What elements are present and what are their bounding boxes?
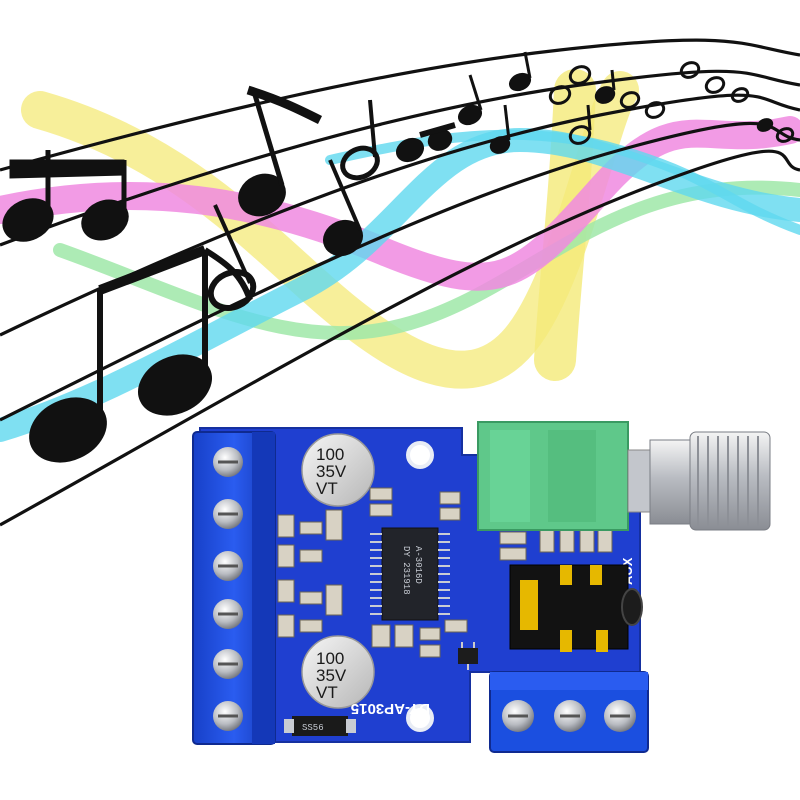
capacitor-top: 100 35V VT <box>301 433 375 507</box>
svg-text:VT: VT <box>316 479 338 498</box>
svg-text:VT: VT <box>316 683 338 702</box>
power-speaker-terminal-block <box>192 431 276 745</box>
smd-components <box>277 487 613 658</box>
diode: SS56 <box>284 716 356 736</box>
ribbon-green <box>53 180 800 340</box>
input-terminal-block <box>489 671 649 753</box>
svg-text:DY 231918: DY 231918 <box>401 546 411 595</box>
svg-text:35V: 35V <box>316 666 347 685</box>
amplifier-board: 100 35V VT 100 35V VT <box>192 421 771 753</box>
music-notes-icon <box>2 51 795 463</box>
terminal-screws <box>213 447 243 731</box>
transistor <box>458 642 478 670</box>
svg-text:100: 100 <box>316 445 344 464</box>
ribbon-cyan <box>0 127 800 442</box>
input-terminal-screws <box>502 700 636 732</box>
board-model-label: DY-AP3015 <box>351 700 430 717</box>
svg-text:35V: 35V <box>316 462 347 481</box>
potentiometer-knob-icon[interactable] <box>649 431 771 531</box>
mount-hole-bottom <box>406 704 434 732</box>
mount-hole-top <box>406 441 434 469</box>
svg-text:SS56: SS56 <box>302 723 324 733</box>
svg-text:100: 100 <box>316 649 344 668</box>
amplifier-chip: A-3016D DY 231918 <box>370 527 450 621</box>
color-ribbons <box>0 69 800 442</box>
svg-text:A-3016D: A-3016D <box>413 546 423 584</box>
volume-potentiometer[interactable] <box>477 421 771 531</box>
aux-audio-jack[interactable] <box>509 564 643 652</box>
capacitor-bottom: 100 35V VT <box>301 635 375 709</box>
